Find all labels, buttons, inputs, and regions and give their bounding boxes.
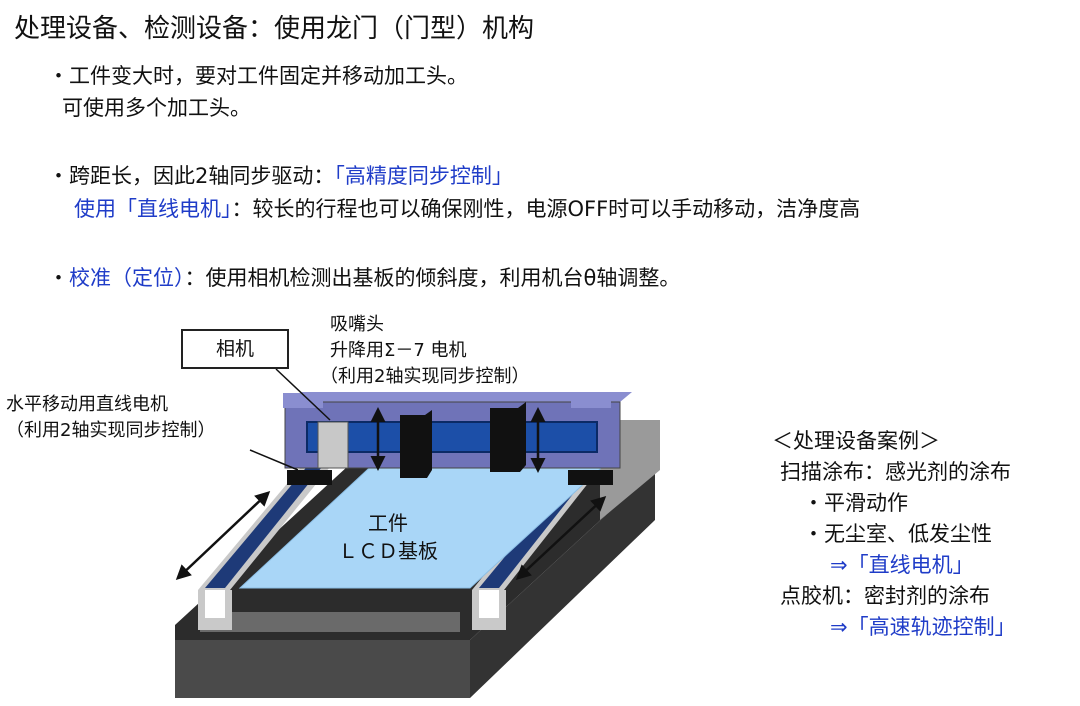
case-cleanroom: ・无尘室、低发尘性 [803,522,992,546]
page-title: 处理设备、检测设备：使用龙门（门型）机构 [14,14,535,44]
nozzle-label-line1: 吸嘴头 [330,314,384,335]
right-travel-arrow [515,495,607,581]
bullet-sync-prefix: ・跨距长，因此2轴同步驱动： [48,164,335,188]
workpiece-label-line1: 工件 [368,511,408,535]
bullet-calib-prefix: ・ [48,266,69,290]
case-dispenser: 点胶机：密封剂的涂布 [780,584,990,608]
bullet-workpiece-line2: 可使用多个加工头。 [62,96,251,120]
nozzle-label-line2: 升降用Σ－7 电机 [330,340,467,361]
case-trajectory-control: ⇒「高速轨迹控制」 [830,615,1016,639]
bullet-linear-highlight: 使用「直线电机」 [74,197,232,221]
case-heading: ＜处理设备案例＞ [772,429,940,453]
bullet-linear-motor: 使用「直线电机」：较长的行程也可以确保刚性，电源OFF时可以手动移动，洁净度高 [74,193,860,223]
linear-motor-label-line1: 水平移动用直线电机 [6,394,168,415]
bullet-workpiece-line1: ・工件变大时，要对工件固定并移动加工头。 [48,64,468,88]
case-scan-coating: 扫描涂布：感光剂的涂布 [780,460,1011,484]
camera-label: 相机 [181,329,289,369]
bullet-linear-rest: ：较长的行程也可以确保刚性，电源OFF时可以手动移动，洁净度高 [231,197,861,221]
gantry-diagram [175,368,660,698]
workpiece-label-line2: ＬＣＤ基板 [338,539,438,563]
left-travel-arrow [175,490,271,581]
bullet-sync-highlight: 「高精度同步控制」 [334,164,513,188]
bullet-calib-rest: ：使用相机检测出基板的倾斜度，利用机台θ轴调整。 [184,266,681,290]
nozzle-label-line3: （利用2轴实现同步控制） [320,366,530,387]
camera-unit [317,421,349,469]
camera-leader-line [275,368,331,421]
nozzle-heads [400,402,526,478]
case-linear-motor: ⇒「直线电机」 [830,553,974,577]
bullet-calib-highlight: 校准（定位） [69,266,185,290]
bullet-sync-drive: ・跨距长，因此2轴同步驱动：「高精度同步控制」 [48,160,513,190]
linear-motor-label-line2: （利用2轴实现同步控制） [6,420,216,441]
bullet-calibration: ・校准（定位）：使用相机检测出基板的倾斜度，利用机台θ轴调整。 [48,262,680,292]
case-smooth-motion: ・平滑动作 [803,491,908,515]
linear-motor-leader-line [249,449,299,471]
